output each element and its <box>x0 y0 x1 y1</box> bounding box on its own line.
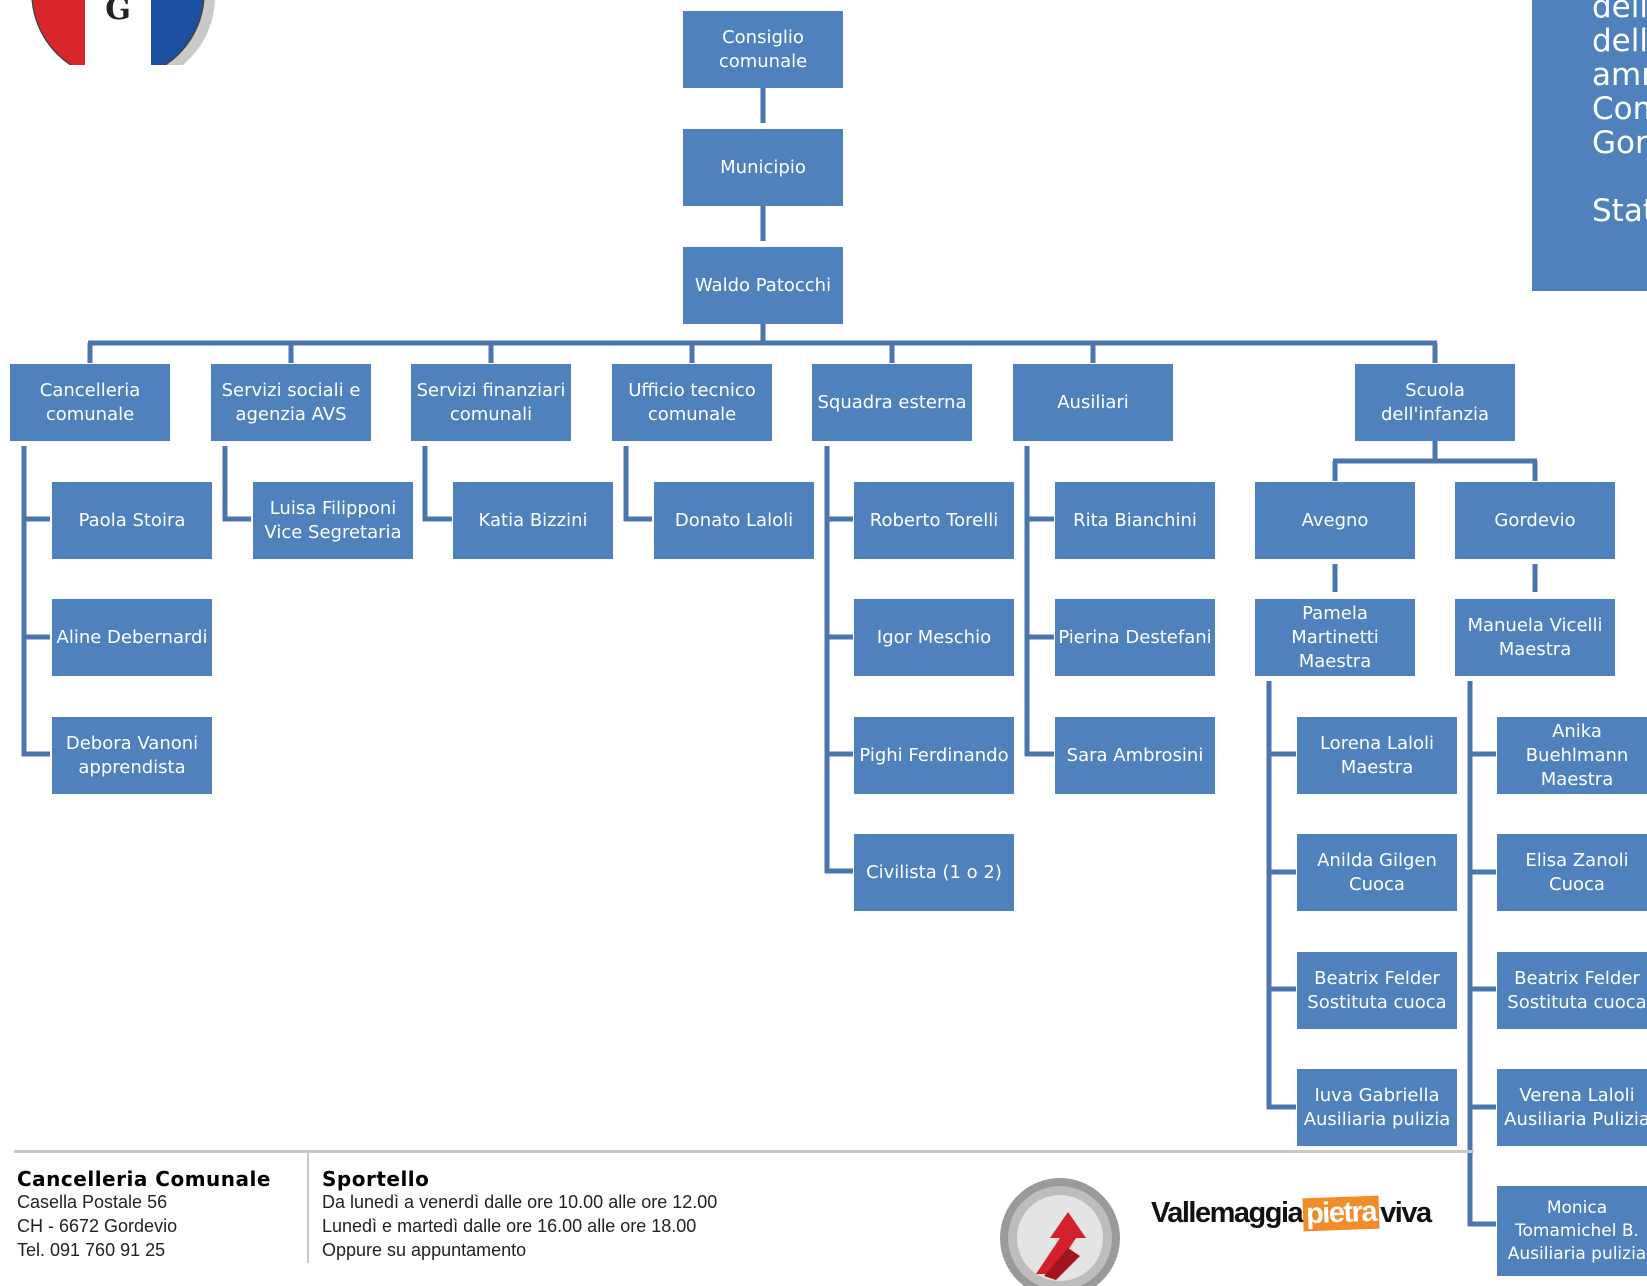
node-dept-ufficio-tecnico: Ufficio tecnico comunale <box>612 364 772 441</box>
footer-divider <box>307 1152 309 1263</box>
node-staff: Beatrix Felder Sostituta cuoca <box>1497 952 1647 1029</box>
node-head-avegno: Pamela Martinetti Maestra <box>1255 599 1415 676</box>
node-staff: Luisa Filipponi Vice Segretaria <box>253 482 413 559</box>
node-staff: Elisa Zanoli Cuoca <box>1497 834 1647 911</box>
node-staff: Rita Bianchini <box>1055 482 1215 559</box>
node-staff: Verena Laloli Ausiliaria Pulizia <box>1497 1069 1647 1146</box>
node-segretario: Waldo Patocchi <box>683 247 843 324</box>
brand-right: viva <box>1380 1196 1432 1229</box>
node-dept-servizi-finanziari: Servizi finanziari comunali <box>411 364 571 441</box>
side-text-card: dell dell' amm Com Gord Stat <box>1532 0 1647 291</box>
footer-rule <box>14 1150 1474 1153</box>
footer-sportello-line: Da lunedì a venerdì dalle ore 10.00 alle… <box>322 1192 718 1212</box>
node-staff: Pierina Destefani <box>1055 599 1215 676</box>
brand-left: Vallemaggia <box>1151 1196 1304 1229</box>
node-dept-cancelleria: Cancelleria comunale <box>10 364 170 441</box>
footer-sportello-title: Sportello <box>322 1167 430 1191</box>
node-dept-scuola-infanzia: Scuola dell'infanzia <box>1355 364 1515 441</box>
side-text-line: dell' <box>1592 23 1647 59</box>
side-text-line: Stat <box>1592 193 1647 229</box>
node-municipio: Municipio <box>683 129 843 206</box>
footer-office-line: Casella Postale 56 <box>17 1192 168 1212</box>
footer-office-line: Tel. 091 760 91 25 <box>17 1240 166 1260</box>
node-dept-squadra-esterna: Squadra esterna <box>812 364 972 441</box>
footer-sportello-line: Oppure su appuntamento <box>322 1240 527 1260</box>
side-text-gap <box>1592 160 1647 194</box>
logo-letter: G <box>105 0 131 27</box>
node-staff: Civilista (1 o 2) <box>854 834 1014 911</box>
node-staff: Donato Laloli <box>654 482 814 559</box>
node-consiglio-comunale: Consiglio comunale <box>683 11 843 88</box>
side-text-line: Com <box>1592 91 1647 127</box>
node-sede-avegno: Avegno <box>1255 482 1415 559</box>
side-text-line: Gord <box>1592 125 1647 161</box>
node-staff: Katia Bizzini <box>453 482 613 559</box>
node-staff: Aline Debernardi <box>52 599 212 676</box>
footer-office-line: CH - 6672 Gordevio <box>17 1216 178 1236</box>
node-staff: Iuva Gabriella Ausiliaria pulizia <box>1297 1069 1457 1146</box>
node-staff: Beatrix Felder Sostituta cuoca <box>1297 952 1457 1029</box>
side-text-line: amm <box>1592 57 1647 93</box>
municipality-logo: G <box>31 0 215 65</box>
node-staff: Lorena Laloli Maestra <box>1297 717 1457 794</box>
node-dept-servizi-sociali: Servizi sociali e agenzia AVS <box>211 364 371 441</box>
node-staff: Paola Stoira <box>52 482 212 559</box>
node-head-gordevio: Manuela Vicelli Maestra <box>1455 599 1615 676</box>
node-staff: Debora Vanoni apprendista <box>52 717 212 794</box>
node-sede-gordevio: Gordevio <box>1455 482 1615 559</box>
node-staff: Anilda Gilgen Cuoca <box>1297 834 1457 911</box>
footer-office-title: Cancelleria Comunale <box>17 1167 271 1191</box>
brand-middle: pietra <box>1302 1195 1380 1231</box>
node-staff: Igor Meschio <box>854 599 1014 676</box>
node-staff: Pighi Ferdinando <box>854 717 1014 794</box>
node-staff: Roberto Torelli <box>854 482 1014 559</box>
training-company-badge <box>1000 1178 1120 1286</box>
node-staff: Sara Ambrosini <box>1055 717 1215 794</box>
footer-sportello-line: Lunedì e martedì dalle ore 16.00 alle or… <box>322 1216 697 1236</box>
node-staff: Monica Tomamichel B. Ausiliaria pulizia <box>1497 1186 1647 1276</box>
node-dept-ausiliari: Ausiliari <box>1013 364 1173 441</box>
node-staff: Anika Buehlmann Maestra <box>1497 717 1647 794</box>
side-text-line: dell <box>1592 0 1647 25</box>
